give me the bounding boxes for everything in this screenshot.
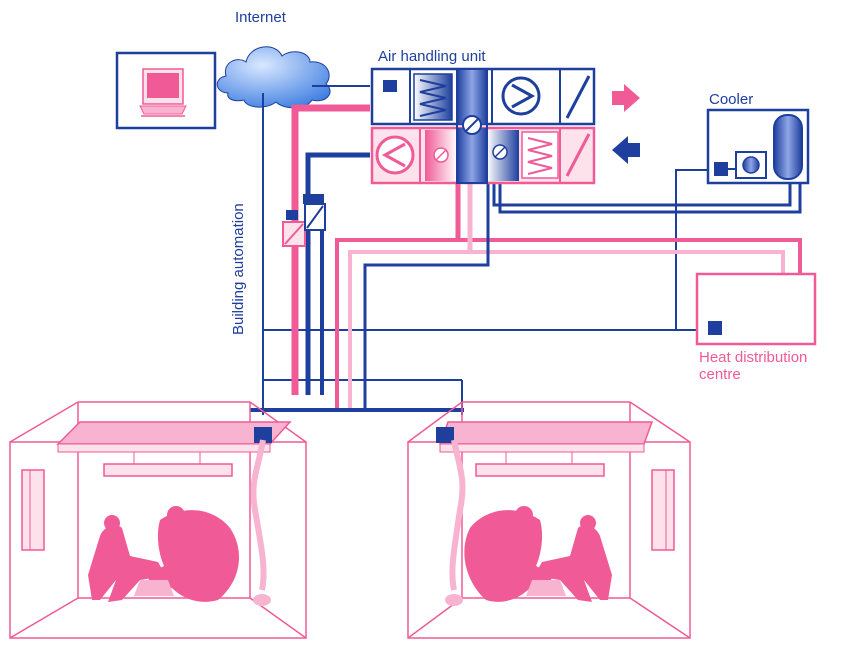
filter-icon: [565, 133, 591, 177]
damper-icon: [433, 147, 449, 163]
heat-exchanger-icon: [413, 73, 453, 121]
damper-icon: [492, 144, 508, 160]
tank-icon: [773, 114, 803, 180]
cooler-unit: [706, 108, 810, 185]
cloud-icon: [216, 46, 331, 109]
arrow-right-icon: [612, 84, 640, 112]
filter-icon: [565, 75, 591, 119]
building-automation-label: Building automation: [230, 203, 247, 335]
person-icon: [88, 506, 240, 602]
left-room: [9, 401, 307, 639]
internet-label: Internet: [235, 9, 286, 26]
heat-distribution-centre-label: Heat distribution centre: [699, 349, 808, 383]
right-room: [407, 401, 691, 639]
computer-monitor-icon: [115, 51, 217, 130]
cooler-label: Cooler: [709, 91, 754, 108]
heat-exchanger-icon: [521, 131, 559, 179]
fan-icon: [501, 76, 541, 116]
pump-icon: [735, 151, 767, 179]
sensor-icon: [383, 80, 397, 92]
control-valve-icon: [282, 194, 326, 247]
person-icon: [464, 506, 612, 602]
air-handling-unit: [370, 67, 596, 185]
fan-icon: [375, 135, 415, 175]
arrow-left-icon: [612, 136, 640, 164]
pink-supply-pipes: [291, 104, 802, 410]
damper-icon: [462, 115, 482, 135]
blue-chilled-pipes: [250, 152, 802, 412]
air-handling-unit-label: Air handling unit: [378, 48, 486, 65]
heat-distribution-centre: [695, 272, 817, 346]
